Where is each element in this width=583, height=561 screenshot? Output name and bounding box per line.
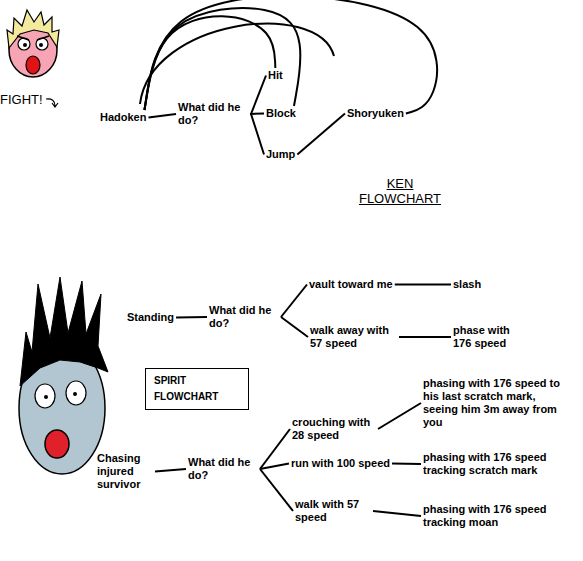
connector-layer: [144, 0, 451, 516]
flow-connector: [144, 0, 437, 114]
node-text: Standing: [127, 311, 174, 324]
node-text: crouching with 28 speed: [292, 416, 376, 442]
flow-step: What did he do?: [176, 100, 250, 128]
flow-step: slash: [451, 277, 483, 292]
node-text: run with 100 speed: [291, 457, 390, 470]
fight-arrow: [46, 99, 58, 107]
spirit-pupil: [44, 395, 48, 399]
flow-connector: [144, 8, 300, 110]
node-text: Chasing injured survivor: [97, 452, 153, 491]
flow-connector: [297, 114, 345, 155]
flow-step: phase with 176 speed: [451, 323, 525, 351]
node-text: Shoryuken: [347, 107, 404, 120]
flow-step: Shoryuken: [345, 106, 406, 121]
node-text: vault toward me: [309, 278, 393, 291]
ken-pupil: [39, 43, 43, 47]
spirit-face: [19, 277, 108, 474]
title-box: SPIRIT FLOWCHART: [145, 368, 249, 410]
flow-step: walk away with 57 speed: [308, 323, 399, 351]
flow-connector: [281, 317, 308, 337]
node-text: Block: [266, 107, 296, 120]
node-text: walk with 57 speed: [295, 498, 371, 524]
flow-connector: [392, 463, 421, 466]
flow-step: phasing with 176 speed tracking moan: [421, 502, 565, 530]
flow-connector: [395, 284, 451, 286]
flow-connector: [250, 114, 264, 155]
node-text: walk away with 57 speed: [310, 324, 397, 350]
fight-label: FIGHT!: [0, 92, 43, 107]
flow-connector: [260, 464, 289, 470]
node-text: Hit: [268, 69, 283, 82]
flow-step: crouching with 28 speed: [290, 415, 378, 443]
flow-step: run with 100 speed: [289, 456, 392, 471]
flow-step: What did he do?: [186, 455, 260, 483]
flow-connector: [373, 511, 421, 516]
spirit-eye: [35, 384, 55, 408]
flow-step: What did he do?: [207, 303, 281, 331]
node-text: phasing with 176 speed tracking moan: [423, 503, 563, 529]
node-text: What did he do?: [188, 456, 258, 482]
flow-step: phasing with 176 speed to his last scrat…: [421, 376, 565, 430]
flow-connector: [148, 114, 176, 118]
flow-step: Chasing injured survivor: [95, 451, 155, 492]
chart-title-note: KEN FLOWCHART: [352, 176, 448, 206]
node-text: SPIRIT FLOWCHART: [154, 373, 240, 405]
flow-step: Hadoken: [98, 110, 148, 125]
flow-connector: [176, 316, 207, 319]
spirit-pupil: [73, 392, 77, 396]
flow-step: Jump: [264, 147, 297, 162]
flow-step: Standing: [125, 310, 176, 325]
spirit-mouth: [45, 430, 69, 458]
ken-face: [7, 10, 59, 77]
spirit-hair: [20, 277, 108, 386]
flow-step: walk with 57 speed: [293, 497, 373, 525]
flow-connector: [260, 469, 293, 511]
node-text: phasing with 176 speed tracking scratch …: [423, 451, 563, 477]
ken-hair: [7, 10, 59, 48]
ken-eyebrows: [17, 36, 49, 40]
flow-connector: [155, 469, 186, 472]
node-text: Jump: [266, 148, 295, 161]
node-text: Hadoken: [100, 111, 146, 124]
ken-mouth: [26, 56, 40, 74]
flow-connector: [144, 16, 275, 110]
flow-step: Block: [264, 106, 298, 121]
flow-connector: [378, 403, 421, 429]
flow-step: Hit: [266, 68, 285, 83]
flow-connector: [281, 285, 307, 318]
flow-connector: [399, 336, 451, 338]
flow-connector: [250, 76, 266, 115]
ken-pupil: [23, 43, 27, 47]
node-text: phase with 176 speed: [453, 324, 523, 350]
node-text: phasing with 176 speed to his last scrat…: [423, 377, 563, 429]
flow-step: phasing with 176 speed tracking scratch …: [421, 450, 565, 478]
node-text: slash: [453, 278, 481, 291]
node-text: What did he do?: [178, 101, 248, 127]
flow-connector: [260, 429, 290, 469]
spirit-eye: [66, 381, 86, 405]
node-text: What did he do?: [209, 304, 279, 330]
flow-step: vault toward me: [307, 277, 395, 292]
